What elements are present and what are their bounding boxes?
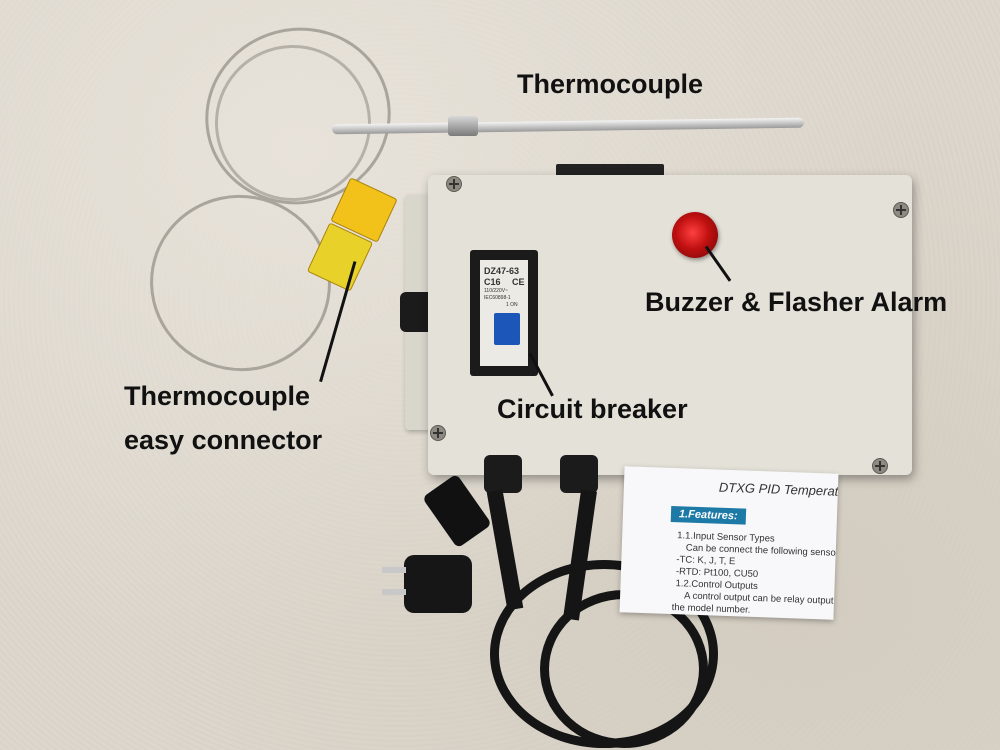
label-connector-line2: easy connector	[124, 425, 323, 455]
breaker-model: DZ47-63	[484, 266, 520, 276]
manual-title: DTXG PID Temperature C	[718, 479, 839, 500]
breaker-standard: IEC60898-1	[484, 295, 511, 301]
breaker-face: DZ47-63 C16 CE 110/220V~ IEC60898-1 1 ON	[480, 260, 528, 366]
label-thermocouple: Thermocouple	[517, 69, 704, 99]
power-plug	[382, 555, 472, 613]
breaker-on-label: 1 ON	[506, 302, 518, 308]
label-buzzer-flasher-alarm: Buzzer & Flasher Alarm	[645, 287, 948, 317]
screw-icon	[430, 425, 446, 441]
screw-icon	[446, 176, 462, 192]
label-circuit-breaker: Circuit breaker	[497, 394, 688, 424]
screw-icon	[872, 458, 888, 474]
manual-line: -TC: K, J, T, E	[676, 554, 736, 568]
manual-line: the model number.	[671, 602, 751, 616]
screw-icon	[893, 202, 909, 218]
plug-prong	[382, 567, 406, 573]
manual-section-badge: 1.Features:	[670, 505, 746, 525]
instruction-manual: DTXG PID Temperature C 1.Features: 1.1.I…	[619, 466, 839, 620]
probe-fitting	[448, 116, 478, 136]
bottom-cable-gland-left	[484, 455, 522, 493]
breaker-toggle[interactable]	[494, 313, 520, 345]
label-connector-line1: Thermocouple	[124, 381, 311, 411]
circuit-breaker[interactable]: DZ47-63 C16 CE 110/220V~ IEC60898-1 1 ON	[470, 250, 538, 376]
plug-prong	[382, 589, 406, 595]
breaker-rating: C16	[484, 277, 501, 287]
bottom-cable-gland-right	[560, 455, 598, 493]
breaker-ce-mark: CE	[512, 277, 525, 287]
breaker-voltage: 110/220V~	[484, 288, 508, 294]
